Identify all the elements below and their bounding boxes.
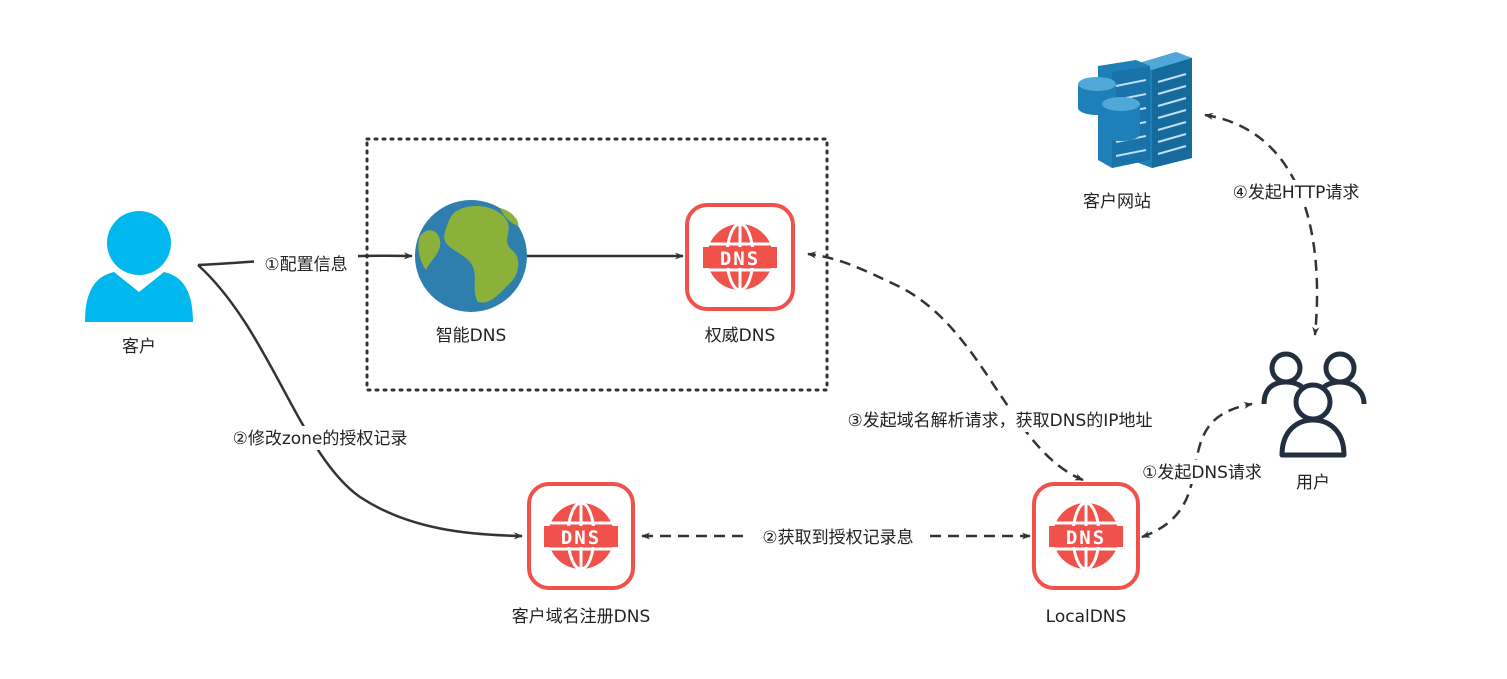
dns-badge-text: DNS xyxy=(1066,527,1106,549)
users-node[interactable]: 用户 xyxy=(1261,351,1367,493)
edge-label-resolve: ③发起域名解析请求，获取DNS的IP地址 xyxy=(847,411,1152,431)
edge-modify-zone xyxy=(197,264,523,540)
edge-label-request-dns: ①发起DNS请求 xyxy=(1142,463,1262,483)
customer-label: 客户 xyxy=(122,337,156,357)
registrar-dns-label: 客户域名注册DNS xyxy=(512,607,651,627)
registrar-dns-node[interactable]: DNS 客户域名注册DNS xyxy=(512,482,651,627)
smart-dns-node[interactable]: 智能DNS xyxy=(415,200,527,346)
auth-dns-label: 权威DNS xyxy=(705,326,776,346)
customer-node[interactable]: 客户 xyxy=(85,211,193,357)
edge-label-modify-zone: ②修改zone的授权记录 xyxy=(233,429,408,449)
globe-icon xyxy=(415,200,527,312)
dns-badge-text: DNS xyxy=(720,248,760,270)
dns-badge-text: DNS xyxy=(561,527,601,549)
edge-label-config: ①配置信息 xyxy=(264,255,347,275)
local-dns-label: LocalDNS xyxy=(1046,607,1127,627)
users-label: 用户 xyxy=(1296,473,1330,493)
auth-dns-node[interactable]: DNS 权威DNS xyxy=(685,203,795,346)
dns-icon: DNS xyxy=(527,482,635,590)
users-icon xyxy=(1261,351,1367,458)
local-dns-node[interactable]: DNS LocalDNS xyxy=(1032,482,1140,627)
customer-website-node[interactable]: 客户网站 xyxy=(1078,52,1192,212)
user-icon xyxy=(85,211,193,322)
customer-website-label: 客户网站 xyxy=(1083,192,1151,212)
dns-icon: DNS xyxy=(1032,482,1140,590)
smart-dns-label: 智能DNS xyxy=(436,326,507,346)
edge-http xyxy=(1204,112,1320,336)
dns-icon: DNS xyxy=(685,203,795,311)
edge-label-http: ④发起HTTP请求 xyxy=(1233,183,1360,203)
edge-resolve xyxy=(807,251,1084,482)
edge-label-fetch-auth: ②获取到授权记录息 xyxy=(762,528,913,548)
server-icon xyxy=(1078,52,1192,168)
